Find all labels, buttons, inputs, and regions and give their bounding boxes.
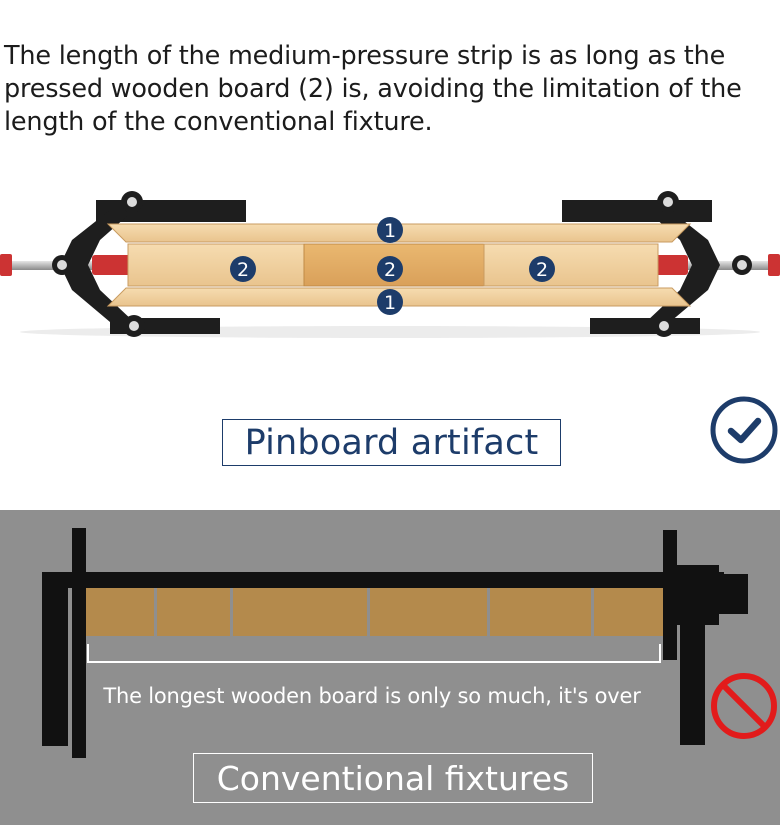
marker-board-right: 2 <box>529 256 555 282</box>
marker-board-left: 2 <box>230 256 256 282</box>
length-bracket <box>87 644 661 663</box>
clamp-frame-left <box>52 191 246 337</box>
wood-board-left <box>127 243 305 287</box>
conventional-label: Conventional fixtures <box>193 753 593 803</box>
marker-strip-bottom: 1 <box>377 289 403 315</box>
board-row <box>86 588 663 636</box>
top-rail <box>42 572 724 588</box>
pinboard-section: The length of the medium-pressure strip … <box>0 41 780 466</box>
threaded-rod-left <box>0 261 100 270</box>
right-leg <box>680 620 705 745</box>
marker-strip-top: 1 <box>377 217 403 243</box>
right-clamp-block <box>663 565 719 625</box>
pinboard-label: Pinboard artifact <box>222 419 561 466</box>
clamp-frame-right <box>562 191 752 337</box>
board <box>157 588 230 636</box>
marker-board-right-label: 2 <box>536 259 548 281</box>
conventional-section: The longest wooden board is only so much… <box>0 510 780 825</box>
length-caption: The longest wooden board is only so much… <box>103 684 641 708</box>
wood-board-right <box>483 243 659 287</box>
marker-board-center: 2 <box>377 256 403 282</box>
left-foot <box>42 572 68 746</box>
marker-board-left-label: 2 <box>237 259 249 281</box>
check-circle-icon <box>710 396 778 464</box>
board <box>86 588 154 636</box>
board <box>490 588 591 636</box>
pinboard-fixture-illustration: 1 2 2 2 1 <box>0 191 780 338</box>
prohibited-icon <box>711 673 777 739</box>
marker-strip-bottom-label: 1 <box>384 292 396 314</box>
handle-left-outer <box>0 254 12 276</box>
threaded-rod-right <box>680 261 780 270</box>
board <box>233 588 367 636</box>
handle-left <box>92 255 132 275</box>
marker-board-center-label: 2 <box>384 259 396 281</box>
right-handle <box>719 574 748 614</box>
headline-text: The length of the medium-pressure strip … <box>4 41 742 137</box>
board <box>370 588 487 636</box>
handle-right-outer <box>768 254 780 276</box>
conventional-fixture-diagram <box>42 528 748 758</box>
marker-strip-top-label: 1 <box>384 220 396 242</box>
left-upright <box>72 528 86 758</box>
board <box>594 588 663 636</box>
